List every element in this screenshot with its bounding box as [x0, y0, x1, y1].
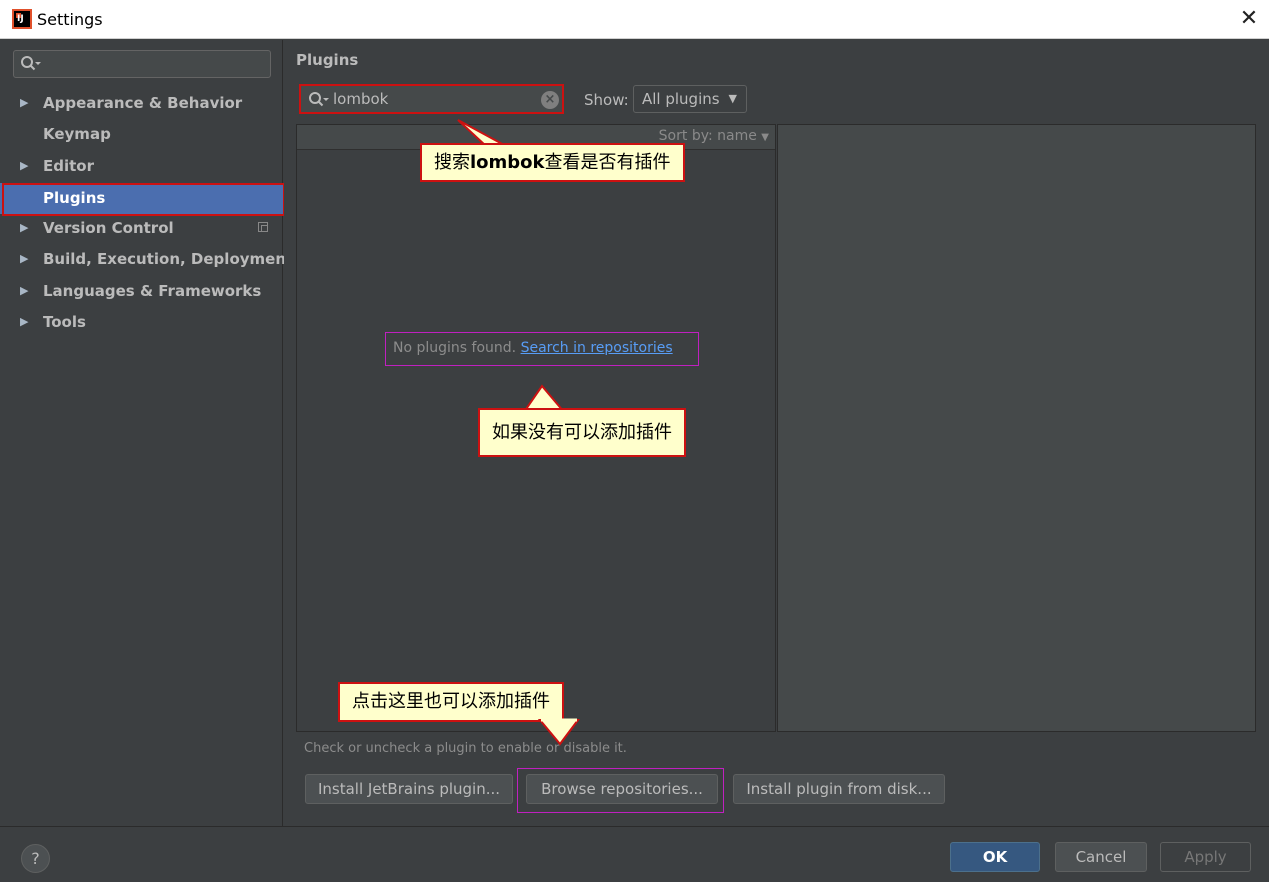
dialog-footer: ? OK Cancel Apply [0, 826, 1269, 882]
sidebar-item-label: Version Control [43, 219, 174, 237]
search-in-repositories-link[interactable]: Search in repositories [520, 340, 673, 356]
project-scope-icon [258, 222, 268, 232]
callout-keyword: lombok [470, 152, 545, 173]
apply-button[interactable]: Apply [1160, 842, 1251, 872]
sidebar-item-label: Appearance & Behavior [43, 94, 243, 112]
settings-sidebar: ▶ Appearance & Behavior Keymap ▶ Editor … [0, 40, 293, 826]
browse-repositories-button[interactable]: Browse repositories... [526, 774, 718, 804]
sort-by-dropdown[interactable]: Sort by: name ▼ [659, 128, 769, 144]
callout-pointer [537, 718, 580, 746]
show-filter-dropdown[interactable]: All plugins ▼ [633, 85, 747, 113]
close-window-button[interactable]: ✕ [1239, 6, 1259, 31]
plugins-panel: Plugins lombok × Show: All plugins ▼ Sor… [284, 40, 1269, 826]
clear-search-icon[interactable]: × [541, 91, 559, 109]
install-plugin-from-disk-button[interactable]: Install plugin from disk... [733, 774, 945, 804]
search-tip-callout: 搜索lombok查看是否有插件 [420, 143, 685, 182]
expand-arrow-icon[interactable]: ▶ [20, 284, 29, 297]
window-title: Settings [37, 10, 103, 29]
search-icon[interactable] [20, 55, 42, 73]
search-icon[interactable] [308, 91, 330, 109]
sidebar-item-tools[interactable]: ▶ Tools [0, 307, 283, 337]
plugin-details-panel [777, 124, 1256, 732]
cancel-button[interactable]: Cancel [1055, 842, 1147, 872]
sidebar-item-appearance-behavior[interactable]: ▶ Appearance & Behavior [0, 88, 283, 118]
expand-arrow-icon[interactable]: ▶ [20, 221, 29, 234]
repo-tip-callout: 如果没有可以添加插件 [478, 408, 686, 457]
show-filter-label: Show: [584, 91, 629, 109]
sidebar-item-label: Build, Execution, Deployment [43, 250, 294, 268]
callout-text: 搜索 [434, 152, 470, 173]
chevron-down-icon: ▼ [728, 92, 737, 105]
no-plugins-text: No plugins found. [393, 340, 517, 356]
sidebar-item-label: Languages & Frameworks [43, 282, 262, 300]
sidebar-item-label: Keymap [43, 125, 111, 143]
intellij-app-icon [12, 9, 32, 29]
hint-text: Check or uncheck a plugin to enable or d… [304, 741, 627, 756]
sidebar-item-editor[interactable]: ▶ Editor [0, 151, 283, 181]
title-bar: Settings ✕ [0, 0, 1269, 39]
sidebar-item-label: Plugins [43, 189, 106, 207]
page-title: Plugins [296, 51, 359, 69]
sidebar-item-version-control[interactable]: ▶ Version Control [0, 213, 283, 243]
empty-state-message: No plugins found. Search in repositories [393, 340, 673, 356]
sidebar-item-keymap[interactable]: Keymap [0, 119, 283, 149]
sidebar-item-plugins[interactable]: Plugins [0, 183, 283, 214]
empty-state-box: No plugins found. Search in repositories [385, 332, 699, 366]
callout-text: 查看是否有插件 [544, 152, 671, 173]
install-jetbrains-plugin-button[interactable]: Install JetBrains plugin... [305, 774, 513, 804]
sidebar-item-label: Editor [43, 157, 94, 175]
sort-by-label: Sort by: name [658, 128, 757, 144]
ok-button[interactable]: OK [950, 842, 1040, 872]
expand-arrow-icon[interactable]: ▶ [20, 159, 29, 172]
plugin-search-input[interactable]: lombok × [299, 84, 564, 114]
settings-search-input[interactable] [13, 50, 271, 78]
browse-tip-callout: 点击这里也可以添加插件 [338, 682, 564, 722]
sidebar-item-languages-frameworks[interactable]: ▶ Languages & Frameworks [0, 276, 283, 306]
show-filter-value: All plugins [642, 90, 720, 108]
chevron-down-icon: ▼ [761, 132, 769, 143]
expand-arrow-icon[interactable]: ▶ [20, 315, 29, 328]
expand-arrow-icon[interactable]: ▶ [20, 252, 29, 265]
sidebar-item-label: Tools [43, 313, 86, 331]
expand-arrow-icon[interactable]: ▶ [20, 96, 29, 109]
plugin-search-value[interactable]: lombok [333, 90, 389, 108]
help-button[interactable]: ? [21, 844, 50, 873]
sidebar-item-build-execution-deployment[interactable]: ▶ Build, Execution, Deployment [0, 244, 293, 274]
